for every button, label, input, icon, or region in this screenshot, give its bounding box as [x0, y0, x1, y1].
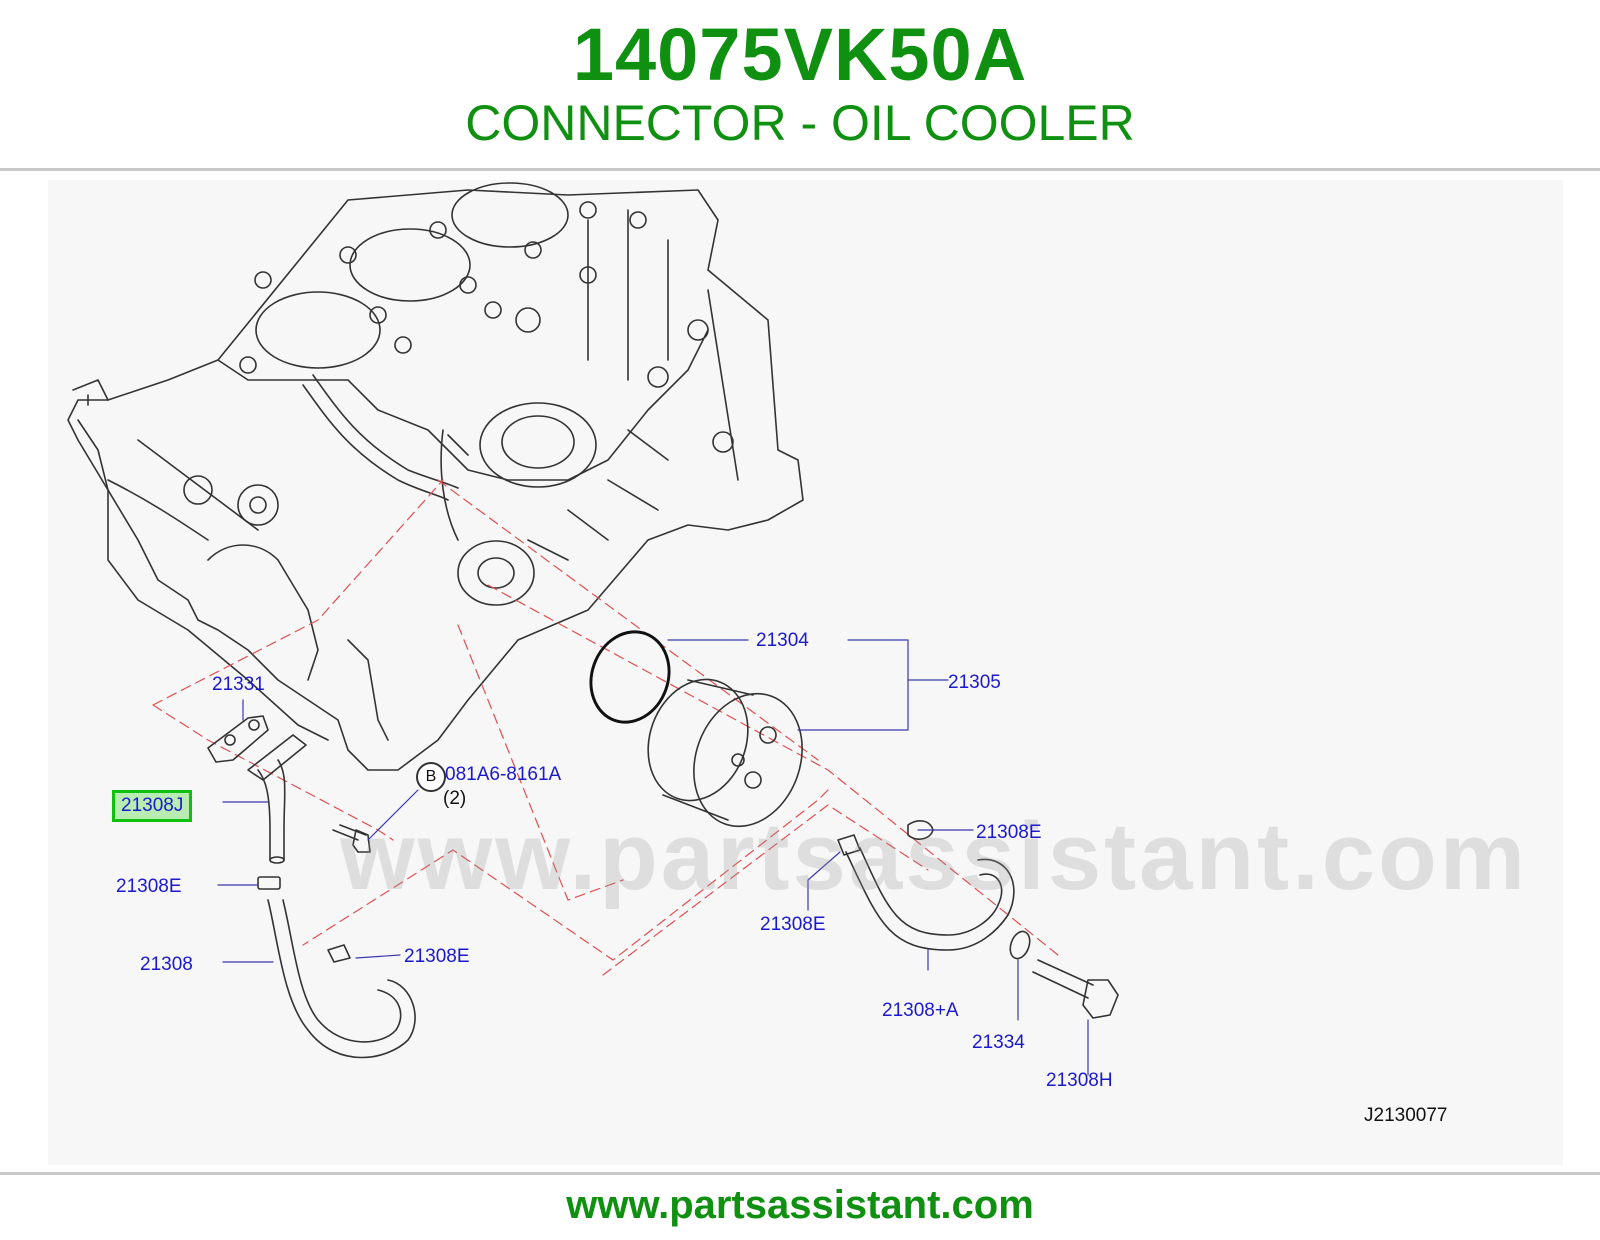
parts-diagram: www.partsassistant.com 21331 21308J 2130… [48, 180, 1563, 1165]
engine-block [67, 182, 804, 771]
callout-21308E-lower-left[interactable]: 21308E [404, 946, 470, 967]
callout-leader-lines [217, 639, 1089, 1076]
callout-21308J-selected[interactable]: 21308J [112, 790, 193, 822]
callout-081A6-8161A[interactable]: 081A6-8161A [445, 764, 562, 785]
bolt-081A6 [332, 824, 371, 853]
footer-divider [0, 1172, 1600, 1175]
callout-21304[interactable]: 21304 [756, 630, 809, 651]
washer-21334 [1009, 930, 1031, 960]
callout-21308E-center[interactable]: 21308E [760, 914, 826, 935]
assembly-guide-lines [152, 479, 1059, 976]
hose-21308A [845, 847, 1015, 951]
o-ring-21304 [589, 630, 671, 724]
page-header: 14075VK50A CONNECTOR - OIL COOLER [0, 0, 1600, 170]
diagram-id: J2130077 [1364, 1105, 1448, 1126]
connector-21308J[interactable] [247, 734, 307, 864]
footer-url[interactable]: www.partsassistant.com [566, 1183, 1034, 1227]
callout-21308H[interactable]: 21308H [1046, 1070, 1113, 1091]
callout-081A6-quantity: (2) [443, 788, 467, 809]
callout-21305[interactable]: 21305 [948, 672, 1001, 693]
bolt-21308H [1032, 959, 1119, 1019]
oil-cooler-21305 [647, 678, 803, 828]
bolt-type-badge: B [416, 762, 446, 792]
callout-21308A[interactable]: 21308+A [882, 1000, 959, 1021]
part-description: CONNECTOR - OIL COOLER [465, 95, 1135, 151]
watermark: www.partsassistant.com [340, 803, 1529, 910]
hose-21308 [267, 899, 416, 1059]
callout-21334[interactable]: 21334 [972, 1032, 1025, 1053]
gasket-21331 [207, 715, 269, 763]
header-divider [0, 168, 1600, 171]
callout-21308E-upper-left[interactable]: 21308E [116, 876, 182, 897]
exploded-view-drawing [67, 182, 1119, 1076]
callout-21331[interactable]: 21331 [212, 674, 265, 695]
part-number: 14075VK50A [572, 13, 1028, 96]
callout-21308[interactable]: 21308 [140, 954, 193, 975]
callout-21308E-right[interactable]: 21308E [976, 822, 1042, 843]
